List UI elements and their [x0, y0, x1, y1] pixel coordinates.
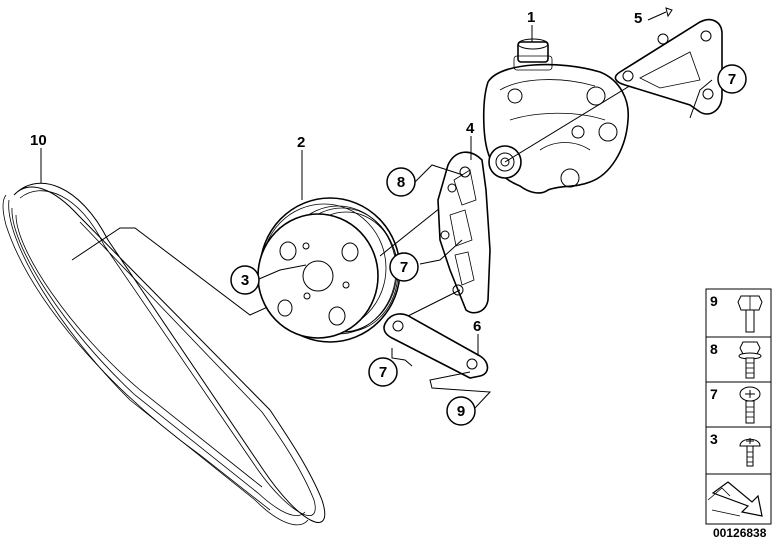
flange-bolt-icon: [738, 341, 762, 379]
callout-3: 3: [230, 265, 260, 295]
legend-row-8: 8: [710, 341, 762, 379]
part-label-2: 2: [297, 134, 305, 151]
callout-7b: 7: [368, 357, 398, 387]
lower-bracket: [437, 151, 491, 314]
svg-text:8: 8: [710, 341, 718, 357]
part-label-6: 6: [473, 318, 481, 335]
callout-7b-leader: [391, 348, 413, 367]
svg-text:7: 7: [728, 71, 736, 88]
callout-3-leader: [258, 264, 307, 280]
part-label-5: 5: [634, 10, 642, 27]
direction-arrow-icon: [707, 481, 763, 517]
drawing-code: 00126838: [713, 526, 767, 540]
part-label-10: 10: [30, 132, 47, 149]
part-label-4: 4: [466, 120, 475, 137]
callout-7a: 7: [389, 252, 419, 282]
legend-row-9: 9: [710, 293, 763, 333]
svg-text:8: 8: [397, 174, 405, 191]
drive-belt: [2, 182, 326, 526]
svg-text:7: 7: [710, 386, 718, 402]
svg-text:9: 9: [457, 403, 465, 420]
callout-7c: 7: [717, 64, 747, 94]
callout-8-leader: [414, 164, 464, 183]
svg-text:9: 9: [710, 293, 718, 309]
svg-text:7: 7: [400, 259, 408, 276]
svg-text:3: 3: [710, 431, 718, 447]
callout-7a-leader: [419, 239, 463, 265]
hex-bolt-icon: [737, 295, 763, 333]
pulley-pump-guide-line: [379, 207, 441, 257]
set-screw-5: [647, 7, 673, 21]
part-label-1: 1: [527, 9, 535, 26]
strut-bracket-guide-line: [399, 289, 461, 321]
power-steering-pump: [482, 38, 630, 194]
pan-screw-icon: [739, 438, 761, 467]
fastener-legend: 9 8 7: [705, 288, 772, 525]
svg-text:3: 3: [241, 272, 249, 289]
callout-7c-leader: [689, 79, 713, 119]
upper-bracket: [614, 18, 723, 115]
callout-9: 9: [446, 396, 476, 426]
legend-row-7: 7: [710, 386, 761, 424]
legend-row-3: 3: [710, 431, 761, 467]
torx-bolt-icon: [739, 386, 761, 424]
callout-8: 8: [386, 167, 416, 197]
support-strut: [383, 313, 489, 379]
svg-text:7: 7: [379, 364, 387, 381]
callout-9-leader: [429, 371, 492, 409]
